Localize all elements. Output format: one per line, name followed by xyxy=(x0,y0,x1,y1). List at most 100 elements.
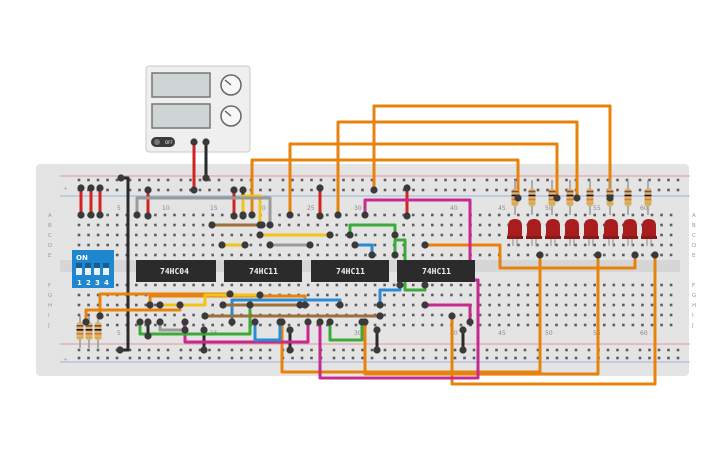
resistor[interactable] xyxy=(586,180,594,215)
led[interactable] xyxy=(622,219,638,246)
wire-end xyxy=(286,211,294,219)
led[interactable] xyxy=(545,219,561,246)
wire-end xyxy=(370,186,378,194)
wire[interactable] xyxy=(253,320,282,342)
wire[interactable] xyxy=(423,303,472,324)
row-letter: E xyxy=(48,253,52,259)
led[interactable] xyxy=(526,219,542,246)
wire-end xyxy=(403,184,411,192)
wire-end xyxy=(391,251,399,259)
row-letter: E xyxy=(692,253,696,259)
column-number: 20 xyxy=(258,205,266,212)
wire[interactable] xyxy=(288,142,559,217)
column-number: 5 xyxy=(117,205,121,212)
column-number: 25 xyxy=(307,205,315,212)
wire[interactable] xyxy=(423,243,637,270)
chips: 74HC04 74HC11 74HC11 74HC11 xyxy=(136,260,475,282)
wire-end xyxy=(296,301,304,309)
wire-end xyxy=(144,318,152,326)
wire-end xyxy=(202,174,210,182)
wire-end xyxy=(218,241,226,249)
wire-end xyxy=(246,301,254,309)
row-letter: F xyxy=(48,283,51,289)
wire-end xyxy=(594,251,602,259)
resistor[interactable] xyxy=(624,180,632,215)
wire[interactable] xyxy=(328,320,364,342)
resistor[interactable] xyxy=(548,180,556,215)
column-number: 50 xyxy=(545,205,553,212)
row-letter: D xyxy=(692,243,696,249)
power-off-button-label: OFF xyxy=(165,140,173,145)
chip-74hc11-2[interactable]: 74HC11 xyxy=(311,260,389,282)
led[interactable] xyxy=(583,219,599,246)
resistor[interactable] xyxy=(94,316,102,348)
wire[interactable] xyxy=(336,120,579,217)
wire-end xyxy=(306,241,314,249)
dip-toggle-2[interactable] xyxy=(85,263,91,275)
chip-74hc11-3[interactable]: 74HC11 xyxy=(397,260,475,282)
wire-end xyxy=(448,312,456,320)
dip-toggle-3[interactable] xyxy=(94,263,100,275)
wire-end xyxy=(316,212,324,220)
wire[interactable] xyxy=(363,253,600,376)
row-letter: J xyxy=(47,323,50,329)
chip-74hc04[interactable]: 74HC04 xyxy=(136,260,216,282)
wire-end xyxy=(459,346,467,354)
dip-switch-position-3: 3 xyxy=(95,279,100,287)
wire-end xyxy=(304,318,312,326)
wire[interactable] xyxy=(450,253,657,386)
chip-74hc11-2-label: 74HC11 xyxy=(336,267,365,276)
wire-end xyxy=(421,241,429,249)
wire[interactable] xyxy=(138,303,252,336)
column-number: 45 xyxy=(498,330,506,337)
column-number: 40 xyxy=(450,330,458,337)
wire[interactable] xyxy=(280,253,542,374)
wire-end xyxy=(459,326,467,334)
row-letter: D xyxy=(48,243,52,249)
dip-switch-position-4: 4 xyxy=(104,279,109,287)
led[interactable] xyxy=(507,219,523,246)
wire-end xyxy=(144,332,152,340)
wire-end xyxy=(514,194,522,202)
wire[interactable] xyxy=(241,194,262,227)
resistor[interactable] xyxy=(566,180,574,215)
wire-end xyxy=(651,251,659,259)
chip-74hc11-1[interactable]: 74HC11 xyxy=(224,260,302,282)
led[interactable] xyxy=(603,219,619,246)
wire-end xyxy=(276,318,284,326)
wire[interactable] xyxy=(135,196,272,227)
column-number: 50 xyxy=(545,330,553,337)
resistor[interactable] xyxy=(644,180,652,215)
led[interactable] xyxy=(564,219,580,246)
wire-end xyxy=(421,281,429,289)
dip-switch[interactable]: ON 1 2 3 4 xyxy=(72,250,114,288)
column-number: 55 xyxy=(593,205,601,212)
wire-end xyxy=(358,318,366,326)
wire[interactable] xyxy=(348,223,397,237)
column-number: 60 xyxy=(640,205,648,212)
wire-end xyxy=(219,301,227,309)
wire-end xyxy=(230,212,238,220)
wire-end xyxy=(156,318,164,326)
wire-end xyxy=(606,194,614,202)
wire-end xyxy=(256,291,264,299)
wire[interactable] xyxy=(250,158,520,217)
led[interactable] xyxy=(641,219,657,246)
wire-end xyxy=(239,186,247,194)
wire-end xyxy=(146,301,154,309)
dip-toggle-1[interactable] xyxy=(76,263,82,275)
wire-end xyxy=(202,138,210,146)
wire-end xyxy=(373,346,381,354)
wire-end xyxy=(241,241,249,249)
wire-end xyxy=(376,301,384,309)
column-number: 15 xyxy=(210,205,218,212)
row-letter: H xyxy=(692,303,696,309)
wire-end xyxy=(251,318,259,326)
column-number: 45 xyxy=(498,205,506,212)
resistor[interactable] xyxy=(76,316,84,348)
resistor[interactable] xyxy=(528,180,536,215)
dip-toggle-4[interactable] xyxy=(103,263,109,275)
wire[interactable] xyxy=(372,104,612,200)
column-number: 40 xyxy=(450,205,458,212)
chip-74hc11-1-label: 74HC11 xyxy=(249,267,278,276)
